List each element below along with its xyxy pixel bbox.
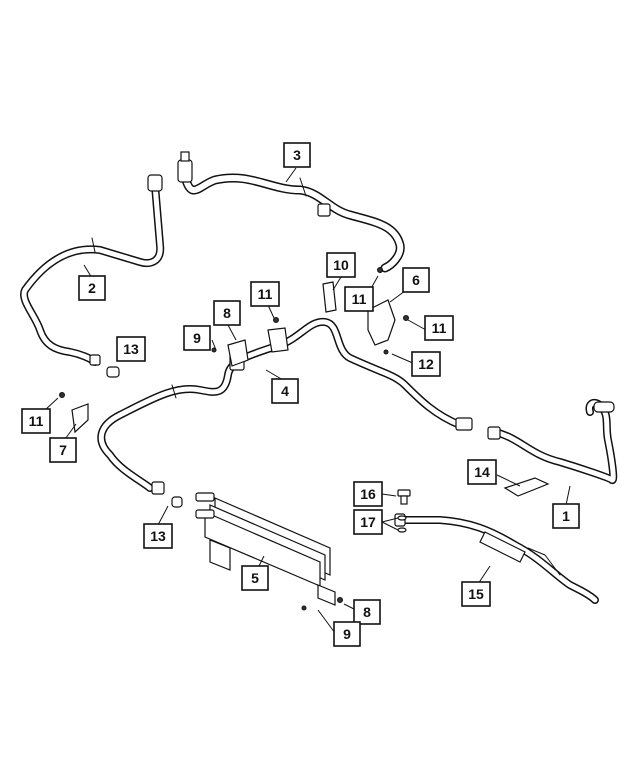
callout-6[interactable]: 6 <box>402 267 430 293</box>
svg-text:8: 8 <box>223 305 231 321</box>
caps-13 <box>106 366 183 508</box>
bracket-6 <box>367 299 396 346</box>
svg-text:11: 11 <box>352 291 367 307</box>
svg-text:5: 5 <box>251 570 259 586</box>
hose-3 <box>177 151 405 273</box>
svg-text:11: 11 <box>258 286 273 302</box>
callout-11[interactable]: 11 <box>250 281 280 307</box>
callout-9[interactable]: 9 <box>333 621 361 647</box>
svg-text:6: 6 <box>412 272 420 288</box>
callout-16[interactable]: 16 <box>353 481 383 507</box>
callout-15[interactable]: 15 <box>461 581 491 607</box>
bracket-14 <box>503 477 550 497</box>
callout-10[interactable]: 10 <box>326 252 356 278</box>
svg-text:11: 11 <box>432 320 447 336</box>
svg-text:15: 15 <box>468 586 484 602</box>
svg-text:3: 3 <box>293 147 301 163</box>
bracket-8-upper <box>227 339 249 367</box>
callout-14[interactable]: 14 <box>467 459 497 485</box>
svg-text:11: 11 <box>29 413 44 429</box>
svg-text:7: 7 <box>59 442 67 458</box>
svg-text:1: 1 <box>562 508 570 524</box>
callout-11[interactable]: 11 <box>424 315 454 341</box>
hose-2 <box>20 174 165 366</box>
callout-9[interactable]: 9 <box>183 325 211 351</box>
svg-text:13: 13 <box>123 341 139 357</box>
callout-12[interactable]: 12 <box>411 351 441 377</box>
nuts <box>59 267 409 611</box>
callout-13[interactable]: 13 <box>143 523 173 549</box>
clip-8-mid <box>267 327 289 353</box>
callout-7[interactable]: 7 <box>49 437 77 463</box>
svg-text:2: 2 <box>88 280 96 296</box>
callout-4[interactable]: 4 <box>271 378 299 404</box>
cooler-5 <box>195 492 336 606</box>
hose-1 <box>487 399 618 485</box>
svg-text:17: 17 <box>360 514 376 530</box>
svg-text:12: 12 <box>418 356 434 372</box>
clip-10 <box>322 281 337 313</box>
hose-15 <box>394 513 599 604</box>
svg-text:10: 10 <box>333 257 349 273</box>
svg-text:4: 4 <box>281 383 289 399</box>
svg-text:9: 9 <box>193 330 201 346</box>
callout-2[interactable]: 2 <box>78 275 106 301</box>
callout-13[interactable]: 13 <box>116 336 146 362</box>
callout-17[interactable]: 17 <box>353 509 383 535</box>
clip-7 <box>71 403 89 434</box>
callout-5[interactable]: 5 <box>241 565 269 591</box>
bolt-16 <box>397 489 411 505</box>
callout-1[interactable]: 1 <box>552 503 580 529</box>
callout-3[interactable]: 3 <box>283 142 311 168</box>
svg-text:8: 8 <box>363 604 371 620</box>
callout-8[interactable]: 8 <box>213 300 241 326</box>
callout-8[interactable]: 8 <box>353 599 381 625</box>
svg-text:14: 14 <box>474 464 490 480</box>
svg-text:13: 13 <box>150 528 166 544</box>
callout-11[interactable]: 11 <box>344 286 374 312</box>
svg-text:16: 16 <box>360 486 376 502</box>
svg-text:9: 9 <box>343 626 351 642</box>
callout-11[interactable]: 11 <box>21 408 51 434</box>
